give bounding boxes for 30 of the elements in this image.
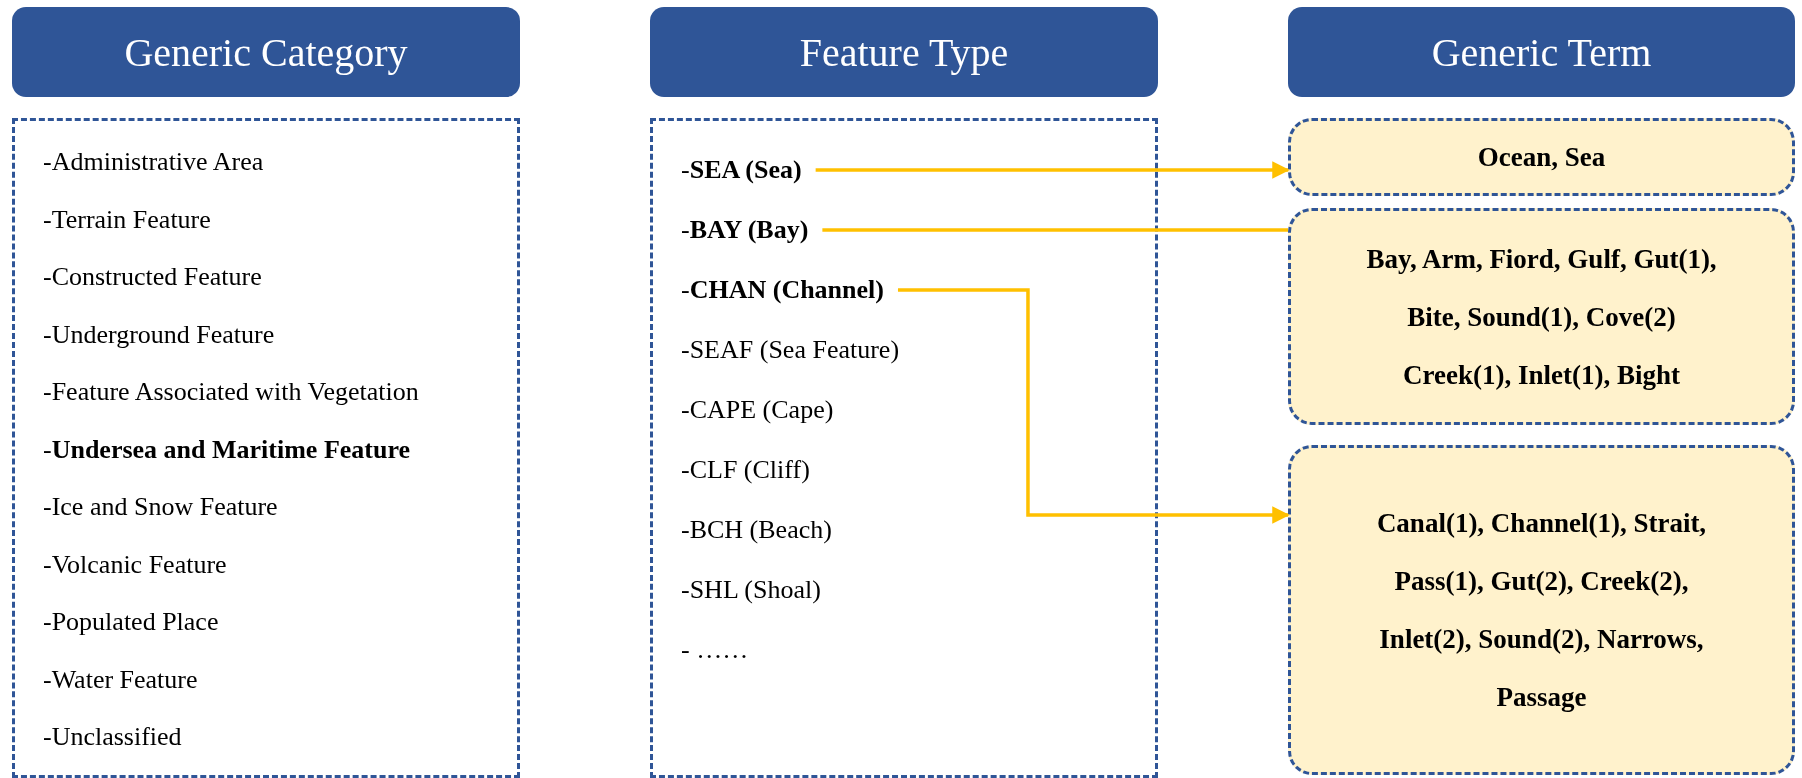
list-item: -SHL (Shoal) xyxy=(681,575,821,605)
list-item: -BCH (Beach) xyxy=(681,515,832,545)
list-item: -Unclassified xyxy=(43,722,182,752)
list-panel xyxy=(650,118,1158,778)
list-item: -CHAN (Channel) xyxy=(681,275,884,305)
list-item: -Underground Feature xyxy=(43,319,275,350)
arrow xyxy=(815,161,1290,179)
term-box: Bay, Arm, Fiord, Gulf, Gut(1), Bite, Sound(1), Cove(2) Creek(1), Inlet(1), Bight xyxy=(1288,208,1795,425)
list-item: -Populated Place xyxy=(43,607,219,637)
list-item: -Terrain Feature xyxy=(43,204,211,235)
list-panel xyxy=(12,118,520,778)
list-item: -Constructed Feature xyxy=(43,262,262,292)
list-item: -Administrative Area xyxy=(43,147,264,177)
column-header: Generic Category xyxy=(12,7,520,97)
list-item: -CAPE (Cape) xyxy=(681,395,834,425)
list-item: -Ice and Snow Feature xyxy=(43,492,278,522)
term-box: Ocean, Sea xyxy=(1288,118,1795,196)
list-item: -BAY (Bay) xyxy=(681,215,809,245)
list-item: - …… xyxy=(681,635,749,665)
list-item: -Feature Associated with Vegetation xyxy=(43,377,419,407)
term-box: Canal(1), Channel(1), Strait, Pass(1), Gut(2), Creek(2), Inlet(2), Sound(2), Narrows, Passage xyxy=(1288,445,1795,775)
column-header: Generic Term xyxy=(1288,7,1795,97)
column-header: Feature Type xyxy=(650,7,1158,97)
list-item: -Water Feature xyxy=(43,664,198,695)
list-item: -CLF (Cliff) xyxy=(681,455,810,485)
list-item: -Undersea and Maritime Feature xyxy=(43,434,411,465)
list-item: -SEAF (Sea Feature) xyxy=(681,335,900,365)
arrow xyxy=(897,288,1290,524)
list-item: -SEA (Sea) xyxy=(681,155,802,185)
list-item: -Volcanic Feature xyxy=(43,549,227,580)
